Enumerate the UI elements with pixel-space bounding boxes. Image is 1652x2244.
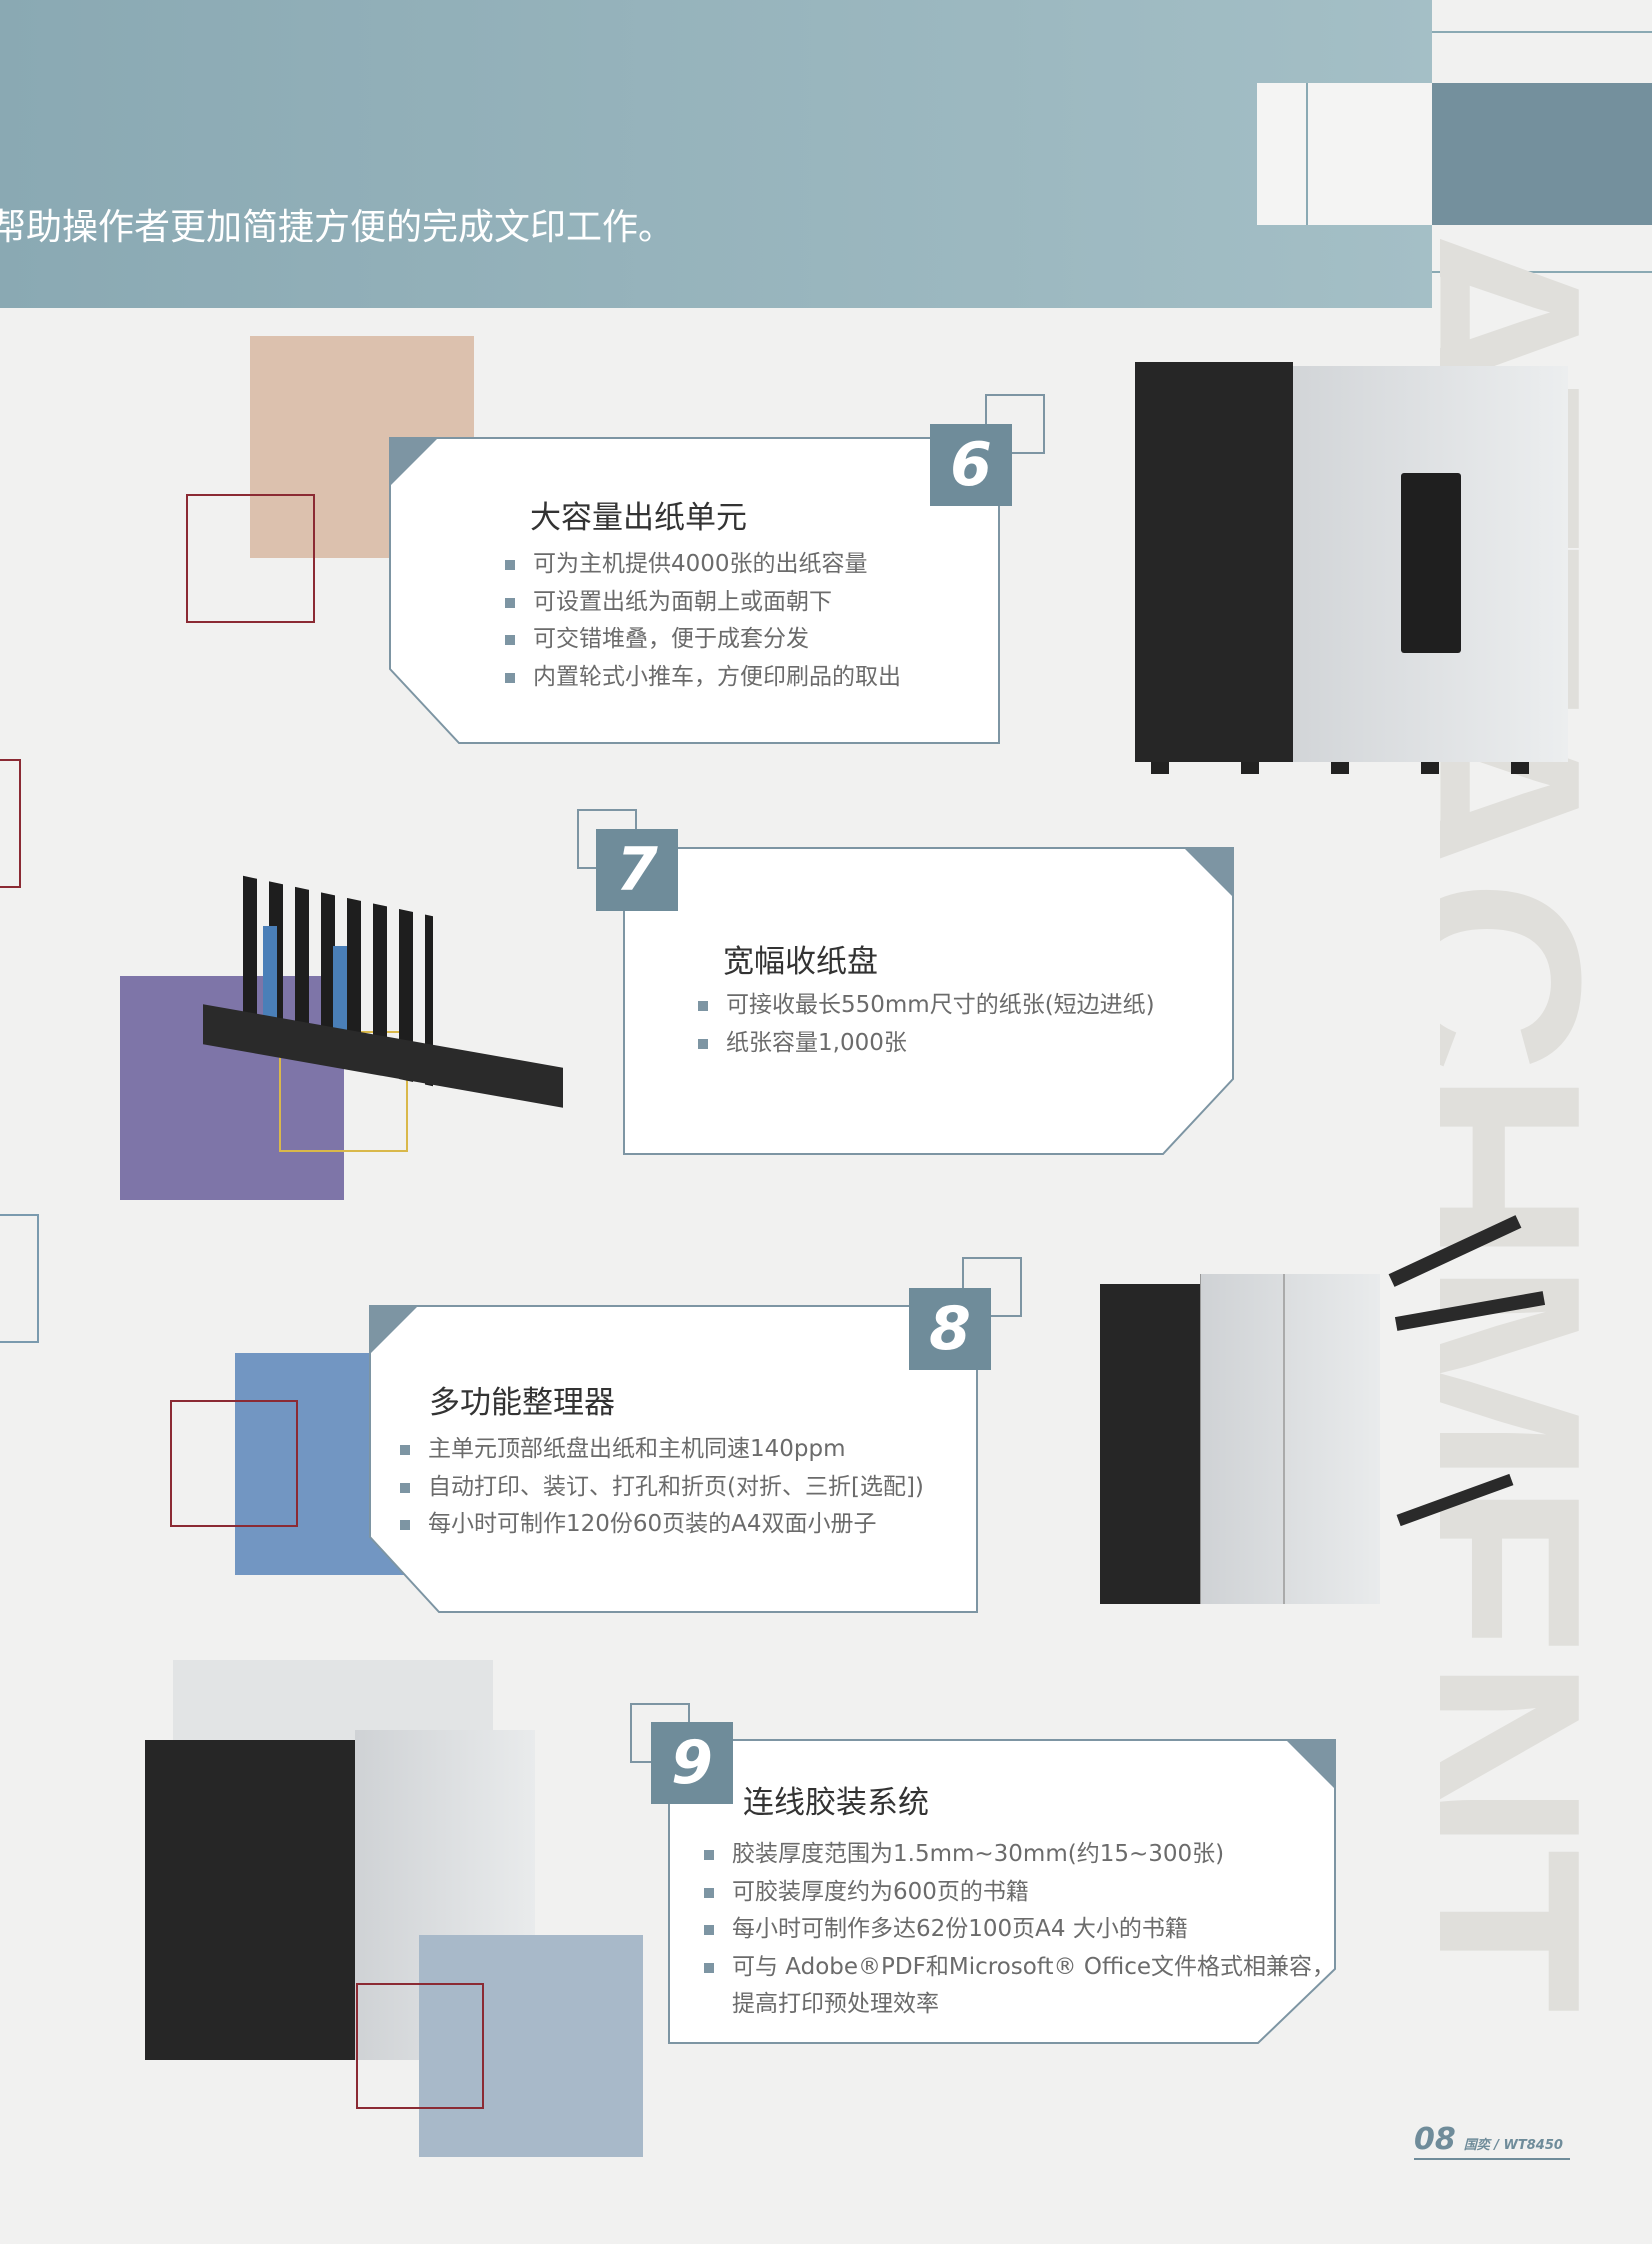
card-border [623, 847, 1234, 1155]
bullet-item: 胶装厚度范围为1.5mm~30mm(约15~300张) [704, 1836, 1335, 1874]
feature-card-9 [668, 1739, 1336, 2044]
card-border [389, 437, 1000, 744]
finisher-image [1095, 1215, 1553, 1618]
page-footer: 08 国奕 / WT8450 [1414, 2122, 1570, 2160]
feature-number-badge: 8 [909, 1288, 991, 1370]
bullet-item: 纸张容量1,000张 [698, 1025, 1155, 1063]
deco-line [1306, 83, 1308, 225]
feature-number-badge: 7 [596, 829, 678, 911]
paper-tray-image [193, 875, 573, 1141]
deco-line [1432, 271, 1652, 273]
header-banner [0, 0, 1432, 308]
deco-red-outline [186, 494, 315, 623]
bullet-item: 可胶装厚度约为600页的书籍 [704, 1874, 1335, 1912]
deco-outline-square [962, 1257, 1022, 1317]
feature-bullets: 主单元顶部纸盘出纸和主机同速140ppm 自动打印、装订、打孔和折页(对折、三折… [400, 1431, 924, 1544]
feature-bullets: 胶装厚度范围为1.5mm~30mm(约15~300张) 可胶装厚度约为600页的… [704, 1836, 1335, 2024]
bullet-item: 内置轮式小推车，方便印刷品的取出 [505, 659, 901, 697]
footer-brand: 国奕 / WT8450 [1463, 2138, 1563, 2153]
feature-title: 宽幅收纸盘 [723, 944, 878, 980]
feature-title: 多功能整理器 [429, 1385, 615, 1421]
bullet-item: 可接收最长550mm尺寸的纸张(短边进纸) [698, 987, 1155, 1025]
bullet-continuation: 提高打印预处理效率 [732, 1991, 939, 2017]
feature-title: 连线胶装系统 [743, 1785, 929, 1821]
card-border [668, 1739, 1336, 2044]
deco-red-outline [170, 1400, 298, 1527]
deco-dark-block [1432, 83, 1652, 225]
feature-card-6 [389, 437, 999, 744]
bullet-item: 可交错堆叠，便于成套分发 [505, 621, 901, 659]
output-unit-image [1131, 358, 1568, 774]
feature-card-7 [623, 847, 1234, 1155]
deco-red-outline [356, 1983, 484, 2109]
bullet-item: 每小时可制作120份60页装的A4双面小册子 [400, 1506, 924, 1544]
card-border [369, 1305, 978, 1613]
header-text: 帮助操作者更加简捷方便的完成文印工作。 [0, 207, 675, 248]
bullet-item: 每小时可制作多达62份100页A4 大小的书籍 [704, 1911, 1335, 1949]
footer-underline [1414, 2158, 1570, 2160]
deco-white-block [1257, 83, 1432, 225]
feature-title: 大容量出纸单元 [530, 500, 747, 536]
feature-number-badge: 6 [930, 424, 1012, 506]
deco-greyblue-square [419, 1935, 643, 2157]
bullet-item: 可设置出纸为面朝上或面朝下 [505, 584, 901, 622]
deco-line [1432, 31, 1652, 33]
bullet-item: 自动打印、装订、打孔和折页(对折、三折[选配]) [400, 1469, 924, 1507]
deco-blue-outline [0, 1214, 39, 1343]
feature-card-8 [369, 1305, 978, 1613]
feature-bullets: 可为主机提供4000张的出纸容量 可设置出纸为面朝上或面朝下 可交错堆叠，便于成… [505, 546, 901, 696]
bullet-item: 可为主机提供4000张的出纸容量 [505, 546, 901, 584]
page-number: 08 [1414, 2122, 1456, 2157]
bullet-item: 可与 Adobe®PDF和Microsoft® Office文件格式相兼容， [704, 1949, 1335, 1987]
feature-number-badge: 9 [651, 1722, 733, 1804]
bullet-item: 主单元顶部纸盘出纸和主机同速140ppm [400, 1431, 924, 1469]
deco-red-outline [0, 759, 21, 888]
feature-bullets: 可接收最长550mm尺寸的纸张(短边进纸) 纸张容量1,000张 [698, 987, 1155, 1062]
